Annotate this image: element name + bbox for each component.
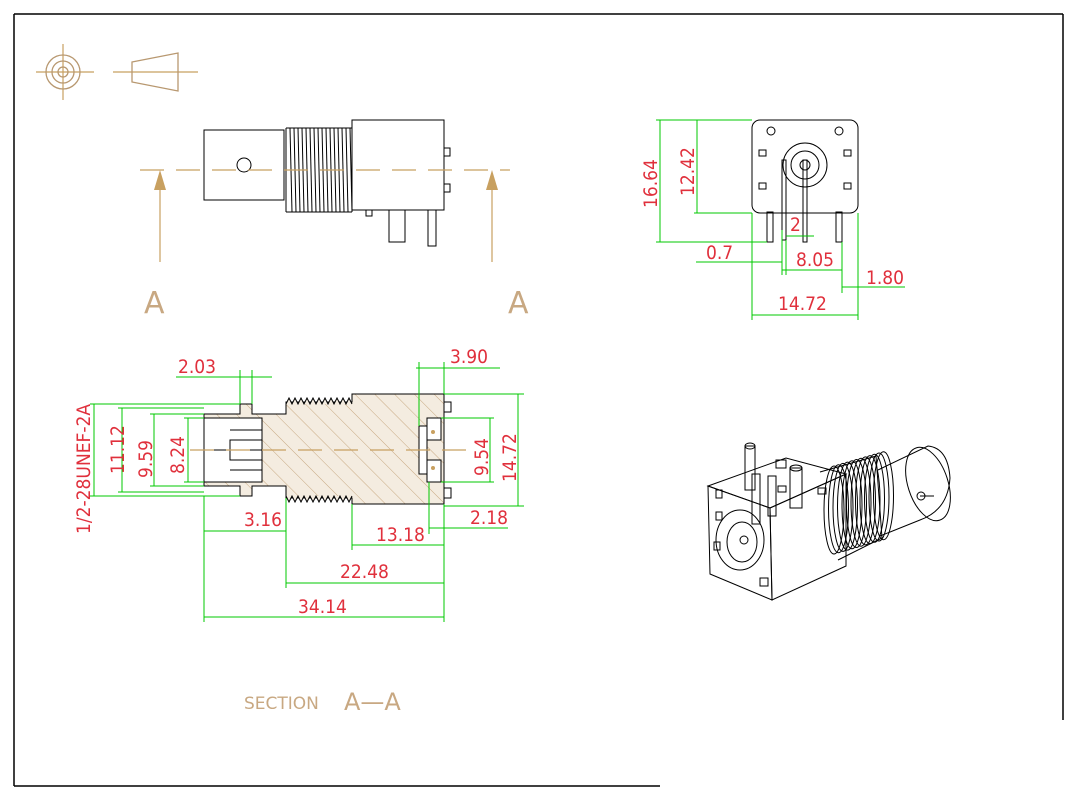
dim-d4: 9.59 — [135, 440, 157, 478]
sheet-border — [13, 13, 1064, 787]
dim-d8: 3.16 — [244, 509, 282, 531]
dim-height-total: 16.64 — [640, 159, 662, 208]
section-title-name: A—A — [344, 688, 401, 716]
section-marker-left: A — [144, 286, 165, 321]
thread-line — [309, 127, 313, 213]
section-marker-right: A — [508, 286, 529, 321]
dim-d10: 13.18 — [376, 524, 425, 546]
thread-ring — [837, 461, 858, 551]
section-arrow-right — [486, 170, 498, 262]
thread-ring — [873, 451, 894, 541]
thread-profile-top — [285, 396, 353, 406]
thread-ring — [832, 462, 854, 552]
thread-ring — [841, 460, 863, 550]
thread-ring — [828, 464, 849, 554]
first-angle-circle-icon — [36, 44, 94, 100]
thread-ring — [823, 465, 845, 555]
section-view — [190, 393, 470, 505]
dim-width: 14.72 — [778, 293, 827, 315]
thread-ring — [868, 452, 890, 542]
dim-pin-offset: 0.7 — [706, 242, 733, 264]
dim-d12: 34.14 — [298, 596, 347, 618]
thread-line — [345, 127, 349, 213]
thread-line — [313, 127, 317, 213]
dim-d1: 2.03 — [178, 356, 216, 378]
dim-d11: 22.48 — [340, 561, 389, 583]
dim-d6: 9.54 — [471, 438, 493, 476]
thread-ring — [850, 457, 872, 547]
truncated-cone-icon — [113, 52, 198, 92]
dim-d9: 2.18 — [470, 507, 508, 529]
front-view-dimensions — [656, 119, 905, 320]
dim-d7: 14.72 — [499, 433, 521, 482]
thread-spec-label: 1/2-28UNEF-2A — [73, 404, 95, 534]
isometric-view — [706, 442, 951, 601]
dim-pin-dia: 2 — [790, 214, 801, 236]
side-view — [140, 119, 510, 247]
thread-line — [317, 127, 321, 213]
section-arrow-left — [154, 170, 166, 262]
dim-edge-offset: 1.80 — [866, 267, 904, 289]
dim-height-body: 12.42 — [677, 147, 699, 196]
dim-d2: 3.90 — [450, 346, 488, 368]
section-title-prefix: SECTION — [244, 694, 319, 714]
front-view — [751, 119, 859, 243]
thread-ring — [855, 456, 876, 546]
thread-profile-bottom — [285, 494, 353, 504]
section-dimensions — [90, 362, 524, 622]
dim-pin-spacing: 8.05 — [796, 249, 834, 271]
dim-d3: 11.12 — [107, 425, 129, 474]
dim-d5: 8.24 — [167, 436, 189, 474]
